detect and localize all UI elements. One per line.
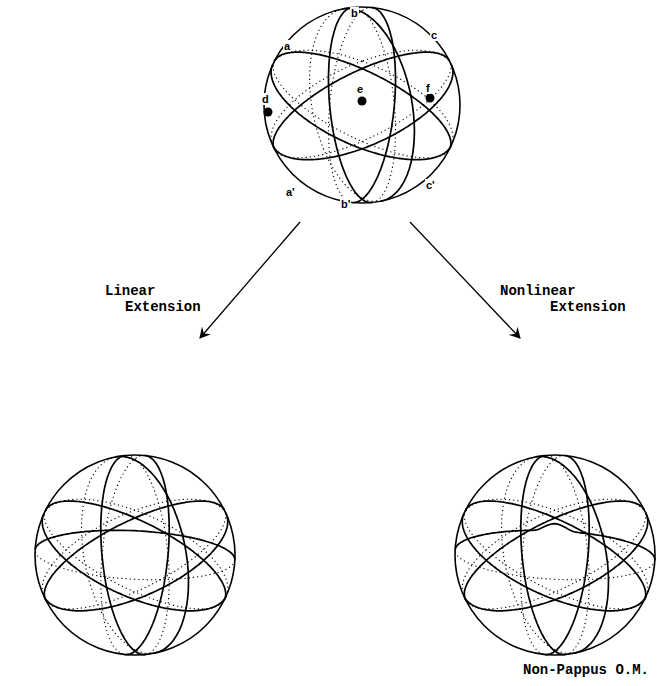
great-circle-back [275, 61, 451, 158]
great-circle-back [555, 650, 574, 654]
pseudosphere-arrangements [35, 7, 655, 655]
great-circle-back [522, 455, 565, 555]
great-circle-back [124, 455, 169, 654]
great-circle-back [555, 510, 648, 596]
great-circle-back [330, 7, 372, 105]
great-circle-front [271, 65, 451, 160]
extension-arrow [410, 222, 520, 338]
sphere-outline [264, 7, 460, 203]
point-label: c' [425, 179, 436, 191]
great-circle-front [125, 456, 169, 655]
great-circle-back [44, 511, 224, 609]
great-circle-front [116, 456, 189, 653]
great-circle-back [102, 455, 145, 555]
great-circle-back [135, 560, 235, 579]
great-circle-back [464, 511, 644, 609]
great-circle-front [102, 555, 146, 655]
point-label: a' [285, 186, 296, 198]
point-label: b [350, 7, 359, 19]
great-circle-front [329, 8, 352, 105]
great-circle-back [502, 457, 556, 650]
great-circle-front [35, 530, 235, 560]
arrow-caption: Linear Extension [105, 283, 205, 315]
great-circle-front [555, 501, 644, 518]
great-circle-back [555, 560, 655, 579]
great-circle-front [135, 501, 224, 518]
great-circle-front [362, 52, 449, 68]
great-circle-front [330, 105, 373, 203]
great-circle-back [544, 455, 589, 654]
sphere-outline [35, 455, 235, 655]
great-circle-back [135, 499, 226, 513]
great-circle-back [455, 550, 555, 580]
great-circle-front [273, 69, 362, 150]
great-circle-front [536, 456, 609, 653]
great-circle-front [464, 518, 555, 600]
great-circle-back [135, 510, 228, 596]
marked-point [426, 94, 435, 103]
great-circle-back [35, 550, 135, 580]
great-circle-back [310, 9, 362, 198]
great-circle-front [343, 8, 414, 201]
great-circle-back [42, 510, 135, 597]
great-circle-back [555, 499, 646, 513]
great-circle-front [521, 456, 545, 555]
marked-point [358, 97, 367, 106]
great-circle-front [274, 52, 362, 68]
figure-caption: Non-Pappus O.M. [523, 662, 649, 678]
great-circle-back [135, 650, 154, 654]
great-circle-front [522, 555, 566, 655]
sphere-outline [455, 455, 655, 655]
great-circle-back [46, 510, 226, 609]
great-circle-front [45, 501, 135, 518]
great-circle-back [362, 50, 451, 64]
great-circle-front [464, 513, 648, 611]
great-circle-front [353, 8, 396, 203]
point-label: c [430, 29, 438, 41]
point-label: f [425, 82, 431, 94]
great-circle-front [101, 456, 125, 555]
great-circle-back [362, 198, 381, 202]
great-circle-front [44, 513, 228, 611]
great-circle-front [42, 514, 226, 611]
point-label: d [261, 93, 270, 105]
great-circle-back [82, 457, 136, 650]
great-circle-back [352, 7, 396, 202]
great-circle-front [545, 456, 589, 655]
arrow-caption: Nonlinear Extension [500, 283, 640, 315]
great-circle-back [273, 62, 450, 158]
great-circle-back [362, 61, 453, 145]
great-circle-front [455, 524, 655, 561]
great-circle-front [465, 501, 555, 518]
point-label: e [356, 83, 364, 95]
point-label: b' [340, 198, 351, 210]
great-circle-back [462, 510, 555, 597]
marked-point [264, 108, 273, 117]
point-label: a [283, 40, 291, 52]
great-circle-front [462, 514, 646, 611]
great-circle-front [273, 64, 453, 160]
extension-arrow [200, 222, 300, 338]
